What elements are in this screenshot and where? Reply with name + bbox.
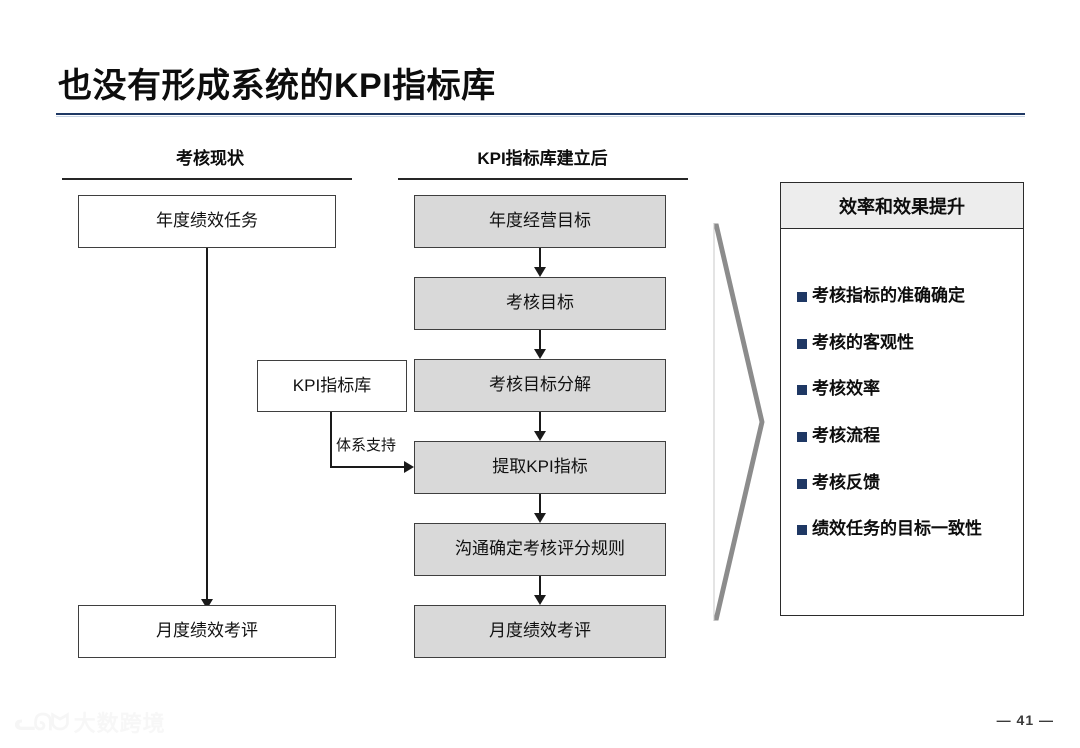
watermark: ᓚᘏᗢ 大数跨境 xyxy=(14,706,166,738)
mid-connector-1 xyxy=(539,248,541,268)
mid-arrow-3-icon xyxy=(534,431,546,441)
side-connector-horizontal xyxy=(330,466,406,468)
mid-arrow-1-icon xyxy=(534,267,546,277)
bullet-square-icon xyxy=(797,292,807,302)
watermark-logo-icon: ᓚᘏᗢ xyxy=(14,708,70,735)
column-rule-left xyxy=(62,178,352,180)
side-box-kpi-library[interactable]: KPI指标库 xyxy=(257,360,407,412)
left-box-monthly-review[interactable]: 月度绩效考评 xyxy=(78,605,336,658)
benefits-panel: 效率和效果提升 考核指标的准确确定 考核的客观性 考核效率 考核流程 考核反馈 xyxy=(780,182,1024,616)
page-title: 也没有形成系统的KPI指标库 xyxy=(58,67,496,105)
list-item-label: 考核指标的准确确定 xyxy=(812,286,965,305)
benefits-list: 考核指标的准确确定 考核的客观性 考核效率 考核流程 考核反馈 绩效任务的目标一 xyxy=(781,229,1023,539)
left-connector-line xyxy=(206,248,208,605)
list-item-label: 绩效任务的目标一致性 xyxy=(812,519,982,539)
bullet-square-icon xyxy=(797,478,807,489)
title-divider-soft xyxy=(56,116,1025,117)
left-box-annual-task[interactable]: 年度绩效任务 xyxy=(78,195,336,248)
list-item[interactable]: 考核效率 xyxy=(797,380,1023,399)
mid-box-goal-decomposition[interactable]: 考核目标分解 xyxy=(414,359,666,412)
left-connector-arrow-icon xyxy=(201,599,213,609)
mid-connector-2 xyxy=(539,330,541,350)
bullet-square-icon xyxy=(797,385,807,396)
mid-arrow-4-icon xyxy=(534,513,546,523)
list-item[interactable]: 绩效任务的目标一致性 xyxy=(797,520,1023,539)
list-item[interactable]: 考核反馈 xyxy=(797,472,1023,493)
column-heading-left: 考核现状 xyxy=(176,149,244,168)
title-divider xyxy=(56,113,1025,115)
watermark-text: 大数跨境 xyxy=(73,711,166,736)
chevron-arrow-icon xyxy=(700,222,766,622)
list-item[interactable]: 考核流程 xyxy=(797,426,1023,446)
column-heading-right: KPI指标库建立后 xyxy=(477,149,608,168)
mid-box-monthly-review[interactable]: 月度绩效考评 xyxy=(414,605,666,658)
mid-box-extract-kpi[interactable]: 提取KPI指标 xyxy=(414,441,666,494)
list-item-label: 考核效率 xyxy=(812,379,880,399)
bullet-square-icon xyxy=(797,432,807,443)
mid-arrow-2-icon xyxy=(534,349,546,359)
benefits-panel-heading: 效率和效果提升 xyxy=(781,183,1023,229)
list-item[interactable]: 考核的客观性 xyxy=(797,332,1023,353)
mid-connector-4 xyxy=(539,494,541,514)
list-item-label: 考核的客观性 xyxy=(812,332,914,352)
mid-box-annual-goal[interactable]: 年度经营目标 xyxy=(414,195,666,248)
mid-connector-5 xyxy=(539,576,541,596)
column-rule-right xyxy=(398,178,688,180)
bullet-square-icon xyxy=(797,525,807,536)
bullet-square-icon xyxy=(797,338,807,349)
mid-box-assessment-goal[interactable]: 考核目标 xyxy=(414,277,666,330)
page-number: — 41 — xyxy=(996,712,1054,728)
side-connector-arrow-icon xyxy=(404,461,414,473)
list-item[interactable]: 考核指标的准确确定 xyxy=(797,286,1023,306)
mid-arrow-5-icon xyxy=(534,595,546,605)
list-item-label: 考核反馈 xyxy=(812,472,880,492)
mid-connector-3 xyxy=(539,412,541,432)
side-connector-vertical xyxy=(330,412,332,467)
mid-box-scoring-rules[interactable]: 沟通确定考核评分规则 xyxy=(414,523,666,576)
edge-label-system-support: 体系支持 xyxy=(336,437,397,454)
list-item-label: 考核流程 xyxy=(812,426,880,446)
